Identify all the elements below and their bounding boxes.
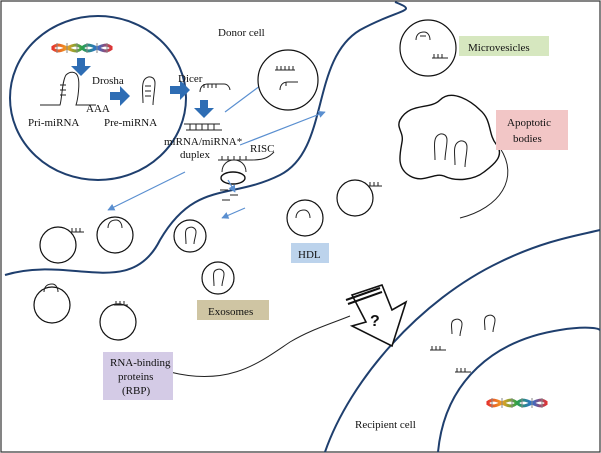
hairpin-icon: [40, 71, 96, 106]
vesicle-icon: [399, 19, 457, 77]
apoptotic-leader-line: [459, 147, 509, 219]
dicer-label: Dicer: [178, 73, 203, 85]
vesicle-icon: [173, 219, 207, 253]
rbp-label-line3: (RBP): [122, 385, 150, 397]
recipient-nucleus: [437, 326, 601, 453]
rbp-label-line2: proteins: [118, 371, 153, 383]
hdl-tag: [291, 243, 329, 263]
pri-mirna-label: Pri-miRNA: [28, 117, 79, 129]
exosomes-label: Exosomes: [208, 306, 253, 318]
processing-arrows: [71, 58, 214, 118]
risc-complex-icon: [218, 151, 275, 185]
hdl-label: HDL: [298, 249, 321, 261]
donor-cell-membrane: [4, 1, 408, 276]
exosomes-tag: [197, 300, 269, 320]
recipient-mirnas: [430, 314, 496, 373]
aaa-label: AAA: [86, 103, 110, 115]
hairpin-icon: [142, 76, 156, 106]
receptor-arrow-icon: [345, 284, 408, 348]
rbp-tag: [103, 352, 173, 400]
duplex-label-line1: miRNA/miRNA*: [164, 136, 242, 148]
donor-cell-label: Donor cell: [218, 27, 265, 39]
risc-label: RISC: [250, 143, 274, 155]
vesicle-icon: [336, 179, 382, 217]
dna-helix-icon: [485, 398, 549, 408]
recipient-cell-membrane: [324, 229, 601, 453]
donor-nucleus: [9, 15, 187, 181]
rbp-leader-line: [169, 315, 351, 377]
pre-mirna-label: Pre-miRNA: [104, 117, 157, 129]
duplex-label-line2: duplex: [180, 149, 210, 161]
microvesicles-label: Microvesicles: [468, 42, 530, 54]
microvesicles-tag: [459, 36, 549, 56]
duplex-icon: [184, 123, 222, 131]
rbp-label-line1: RNA-binding: [110, 357, 171, 369]
drosha-label: Drosha: [92, 75, 124, 87]
vesicle-icon: [33, 283, 71, 324]
vesicle-icon: [39, 226, 84, 264]
apoptotic-label-line1: Apoptotic: [507, 117, 551, 129]
vesicle-icon: [201, 261, 235, 295]
vesicle-icon: [257, 49, 319, 111]
question-mark-label: ?: [370, 313, 380, 330]
hairpin-icon: [199, 83, 231, 93]
hairpin-icon: [434, 133, 468, 168]
degraded-strand-icon: [220, 189, 238, 201]
apoptotic-bodies-tag: [496, 110, 568, 150]
vesicle-icon: [99, 301, 137, 341]
vesicle-icon: [96, 216, 134, 254]
recipient-cell-label: Recipient cell: [355, 419, 416, 431]
dna-helix-icon: [50, 43, 114, 53]
apoptotic-body: [398, 94, 501, 181]
vesicle-icon: [286, 199, 324, 237]
apoptotic-label-line2: bodies: [513, 133, 542, 145]
